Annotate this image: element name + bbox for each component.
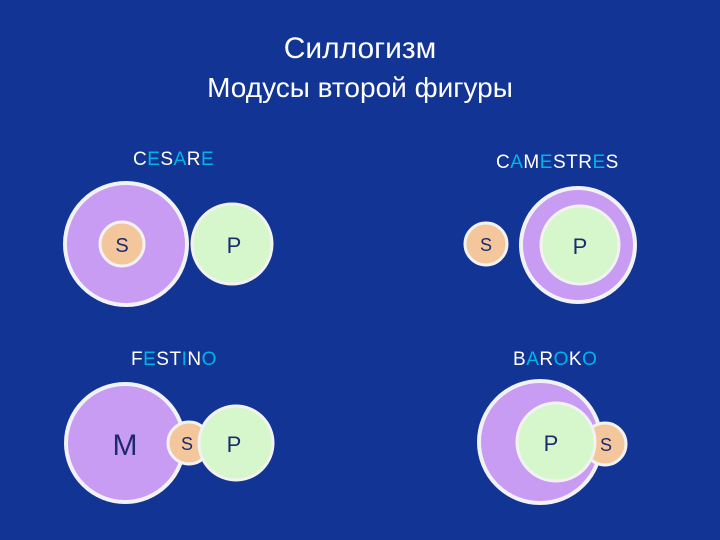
s-label: S bbox=[181, 434, 193, 454]
s-label: S bbox=[115, 235, 128, 257]
p-circle bbox=[515, 401, 597, 483]
s-circle bbox=[98, 220, 146, 268]
mood-vowel: E bbox=[147, 149, 161, 170]
mood-consonant: T bbox=[566, 152, 579, 173]
mood-consonant: B bbox=[513, 349, 527, 370]
p-circle bbox=[539, 204, 621, 286]
m-label: M bbox=[113, 429, 138, 462]
mood-consonant: C bbox=[496, 152, 511, 173]
mood-consonant: S bbox=[605, 152, 619, 173]
s-label: S bbox=[480, 235, 492, 255]
mood-consonant: R bbox=[186, 149, 202, 170]
mood-vowel: I bbox=[181, 349, 188, 370]
mood-name-festino: FESTINO bbox=[131, 348, 217, 372]
mood-consonant: T bbox=[169, 349, 182, 370]
p-circle bbox=[197, 404, 275, 482]
mood-vowel: E bbox=[592, 152, 606, 173]
mood-consonant: S bbox=[156, 349, 170, 370]
p-circle bbox=[190, 202, 274, 286]
mood-consonant: R bbox=[539, 349, 554, 370]
p-label: P bbox=[227, 233, 242, 258]
mood-vowel: A bbox=[173, 149, 187, 170]
page-title: Силлогизм bbox=[283, 32, 437, 65]
diagram-festino: M S P bbox=[64, 382, 275, 504]
mood-vowel: E bbox=[539, 152, 553, 173]
mood-consonant: C bbox=[133, 149, 148, 170]
mood-consonant: M bbox=[523, 152, 540, 173]
mood-vowel: E bbox=[201, 149, 215, 170]
mood-vowel: O bbox=[553, 349, 569, 370]
mood-consonant: S bbox=[552, 152, 567, 173]
diagram-camestres: P S bbox=[463, 186, 637, 304]
mood-name-baroko: BAROKO bbox=[513, 348, 597, 372]
mood-vowel: A bbox=[510, 152, 524, 173]
diagram-baroko: P S bbox=[477, 379, 628, 505]
mood-vowel: O bbox=[582, 349, 598, 370]
mood-consonant: S bbox=[160, 149, 174, 170]
mood-consonant: R bbox=[578, 152, 593, 173]
s-circle bbox=[463, 221, 509, 267]
diagram-cesare: S P bbox=[63, 181, 274, 307]
mood-consonant: K bbox=[568, 349, 583, 370]
p-label: P bbox=[573, 234, 588, 259]
p-label: P bbox=[544, 431, 559, 456]
mood-consonant: N bbox=[187, 349, 202, 370]
mood-vowel: A bbox=[526, 349, 540, 370]
s-label: S bbox=[600, 435, 612, 455]
mood-vowel: O bbox=[201, 349, 217, 370]
mood-name-camestres: CAMESTRES bbox=[496, 151, 619, 175]
page-subtitle: Модусы второй фигуры bbox=[207, 72, 513, 103]
mood-name-cesare: CESARE bbox=[133, 148, 214, 172]
mood-consonant: F bbox=[131, 349, 144, 370]
p-label: P bbox=[227, 432, 242, 457]
mood-vowel: E bbox=[143, 349, 157, 370]
